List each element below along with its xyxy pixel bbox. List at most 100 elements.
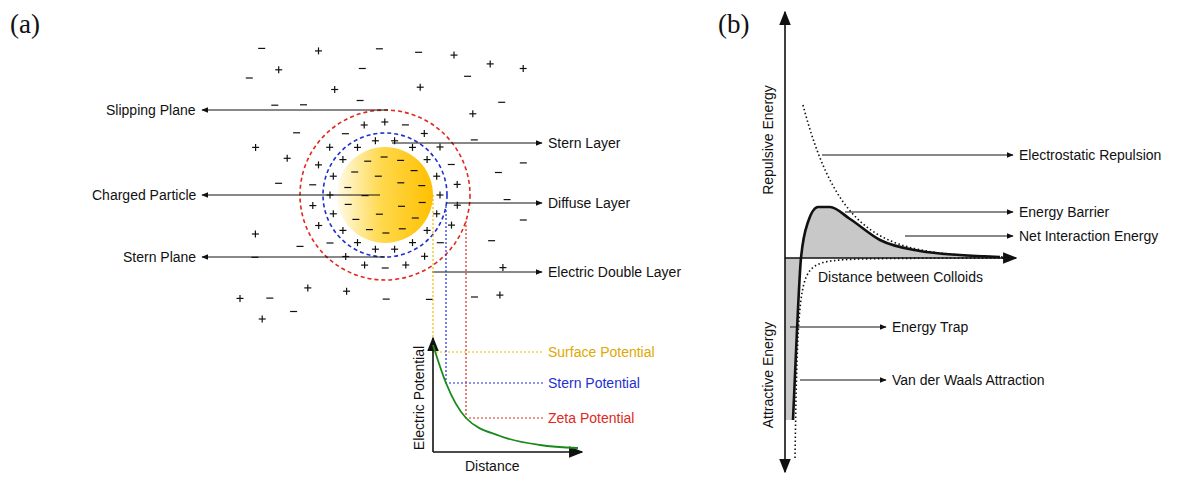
callout-label: Stern Layer [548, 135, 620, 151]
ion-sign [284, 155, 291, 162]
ion-sign [504, 199, 511, 200]
leader-lines [790, 155, 1013, 380]
ion-sign [433, 173, 440, 180]
ion-sign [359, 68, 366, 69]
callout-label: Energy Barrier [1019, 204, 1109, 220]
ion-sign [382, 267, 389, 268]
ion-sign [402, 262, 409, 269]
ion-sign [421, 253, 428, 260]
callout-label: Diffuse Layer [548, 195, 630, 211]
ion-sign [464, 76, 471, 77]
callout-label: Energy Trap [892, 319, 968, 335]
ion-sign [397, 160, 404, 161]
ion-sign [259, 316, 266, 323]
ion-sign [433, 210, 440, 217]
axis-label: Electric Potential [411, 346, 427, 450]
ion-sign [498, 102, 505, 103]
ion-sign [495, 172, 502, 173]
ion-sign [252, 231, 259, 238]
ion-sign [297, 246, 304, 247]
ion-sign [352, 219, 359, 220]
ion-sign [397, 182, 404, 183]
barrier-area [801, 207, 1000, 258]
ion-sign [437, 242, 444, 243]
axis-label: Distance between Colloids [818, 269, 983, 285]
ion-sign [375, 176, 382, 177]
ion-sign [391, 246, 398, 253]
ion-sign [383, 299, 390, 300]
callout-label: Van der Waals Attraction [892, 372, 1045, 388]
ion-sign [372, 246, 379, 253]
ion-sign [418, 185, 425, 186]
ion-sign [351, 171, 358, 172]
ion-sign [339, 227, 346, 234]
ion-sign [315, 161, 322, 168]
ion-sign [448, 164, 455, 165]
potential-label: Stern Potential [548, 375, 640, 391]
ion-sign [382, 232, 389, 233]
ion-sign [412, 217, 419, 218]
ion-sign [424, 156, 431, 163]
ion-sign [271, 105, 278, 106]
axis-label: Distance [465, 458, 519, 474]
ion-sign [300, 104, 307, 105]
ion-sign [246, 77, 253, 78]
ion-sign [366, 229, 373, 230]
ion-sign [520, 162, 527, 163]
ion-signs [237, 47, 527, 322]
ion-sign [376, 214, 383, 215]
potential-guides [433, 195, 543, 418]
ion-sign [409, 239, 416, 246]
callout-label: Electrostatic Repulsion [1019, 147, 1161, 163]
ion-sign [399, 228, 406, 229]
ion-sign [361, 262, 368, 269]
axis-label: Attractive Energy [760, 322, 776, 429]
ion-sign [415, 52, 422, 53]
ion-sign [520, 219, 527, 220]
ion-sign [354, 239, 361, 246]
panel-label: (a) [10, 9, 40, 39]
ion-sign [354, 144, 361, 151]
ion-sign [381, 119, 388, 126]
ion-sign [409, 144, 416, 151]
ion-sign [411, 170, 418, 171]
ion-sign [499, 264, 506, 271]
ion-sign [372, 137, 379, 144]
ion-sign [315, 47, 322, 54]
ion-sign [487, 60, 494, 67]
energy-axes [785, 12, 1016, 472]
callout-label: Charged Particle [92, 187, 196, 203]
ion-sign [451, 52, 458, 59]
ion-sign [309, 184, 316, 185]
ion-sign [361, 122, 368, 129]
ion-sign [520, 65, 527, 72]
ion-sign [419, 202, 426, 203]
panel-label: (b) [718, 9, 749, 39]
axis-label: Repulsive Energy [760, 85, 776, 195]
repulsion-curve [803, 105, 1003, 257]
ion-sign [237, 295, 244, 302]
ion-sign [437, 192, 444, 199]
ion-sign [275, 66, 282, 73]
ion-sign [304, 284, 311, 291]
ion-sign [471, 296, 478, 297]
ion-sign [343, 288, 350, 295]
net-energy-curve [793, 207, 1000, 420]
ion-sign [266, 298, 273, 299]
ion-sign [424, 227, 431, 234]
leader-lines [202, 110, 542, 272]
ion-sign [345, 204, 352, 205]
ion-sign [454, 181, 461, 188]
ion-sign [275, 183, 282, 184]
ion-sign [293, 132, 300, 133]
callout-label: Slipping Plane [106, 102, 196, 118]
ion-sign [496, 292, 503, 299]
ion-sign [309, 202, 316, 209]
ion-sign [426, 299, 433, 300]
ion-sign [326, 144, 333, 151]
ion-sign [331, 86, 338, 93]
potential-label: Surface Potential [548, 344, 655, 360]
ion-sign [437, 144, 444, 151]
